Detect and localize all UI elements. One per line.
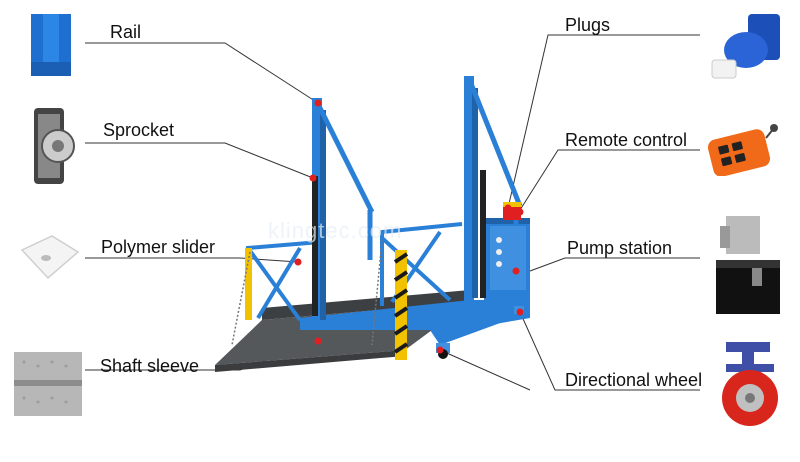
rail-thumbnail: [31, 14, 71, 76]
polymer-slider-thumbnail: [20, 235, 80, 280]
pump-station-thumbnail: [716, 216, 780, 314]
remote-control-thumbnail: [707, 124, 778, 176]
leader-lines: [85, 34, 700, 391]
remote-control-label: Remote control: [565, 130, 688, 150]
rail-label: Rail: [110, 22, 142, 42]
shaft-sleeve-thumbnail: [14, 352, 82, 416]
callout-markers: [294, 99, 524, 354]
plugs-thumbnail: [711, 14, 780, 79]
directional-wheel-label: Directional wheel: [565, 370, 703, 390]
sprocket-label: Sprocket: [103, 120, 175, 140]
hazard-posts: [245, 248, 409, 360]
chain: [231, 239, 383, 346]
directional-wheel-thumbnail: [722, 342, 778, 426]
sprocket-thumbnail: [34, 108, 75, 184]
watermark: klingtec.com: [268, 218, 403, 243]
shaft-sleeve-label: Shaft sleeve: [100, 356, 200, 376]
pump-station-label: Pump station: [567, 238, 673, 258]
polymer-slider-label: Polymer slider: [101, 237, 216, 257]
cylinders: [312, 170, 486, 316]
plugs-label: Plugs: [565, 15, 611, 35]
